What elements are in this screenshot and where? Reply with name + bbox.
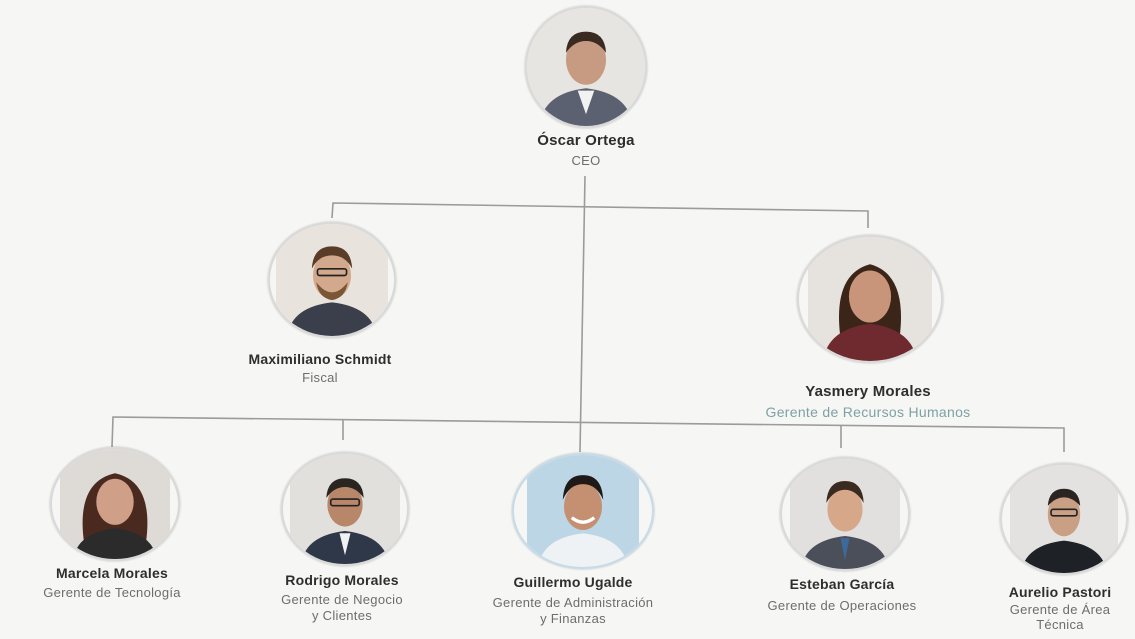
- aurelio-role: Gerente de Área Técnica: [1009, 602, 1111, 632]
- yasmery-photo: [797, 235, 943, 363]
- aurelio-name: Aurelio Pastori: [1008, 584, 1112, 600]
- ceo-photo: [525, 6, 647, 128]
- maximiliano-role: Fiscal: [302, 370, 338, 385]
- yasmery-name: Yasmery Morales: [805, 383, 931, 400]
- aurelio-photo: [1000, 463, 1128, 575]
- guillermo-role: Gerente de Administración y Finanzas: [492, 595, 654, 626]
- esteban-photo: [780, 457, 910, 571]
- guillermo-name: Guillermo Ugalde: [513, 574, 633, 590]
- level2-bracket-line: [331, 202, 869, 228]
- rodrigo-name: Rodrigo Morales: [285, 572, 399, 588]
- ceo-trunk-line: [579, 175, 586, 453]
- marcela-name: Marcela Morales: [56, 565, 168, 581]
- yasmery-role: Gerente de Recursos Humanos: [765, 404, 971, 420]
- ceo-role: CEO: [571, 153, 601, 168]
- marcela-photo: [50, 447, 180, 561]
- ceo-name: Óscar Ortega: [537, 132, 635, 149]
- level3-bracket-line: [111, 416, 1065, 452]
- esteban-role: Gerente de Operaciones: [767, 598, 917, 613]
- rodrigo-photo: [281, 452, 409, 566]
- maximiliano-photo: [268, 222, 396, 338]
- marcela-role: Gerente de Tecnología: [43, 585, 181, 600]
- guillermo-photo: [512, 453, 654, 569]
- rodrigo-role: Gerente de Negocio y Clientes: [281, 592, 403, 623]
- maximiliano-name: Maximiliano Schmidt: [248, 351, 392, 367]
- esteban-name: Esteban García: [789, 576, 895, 592]
